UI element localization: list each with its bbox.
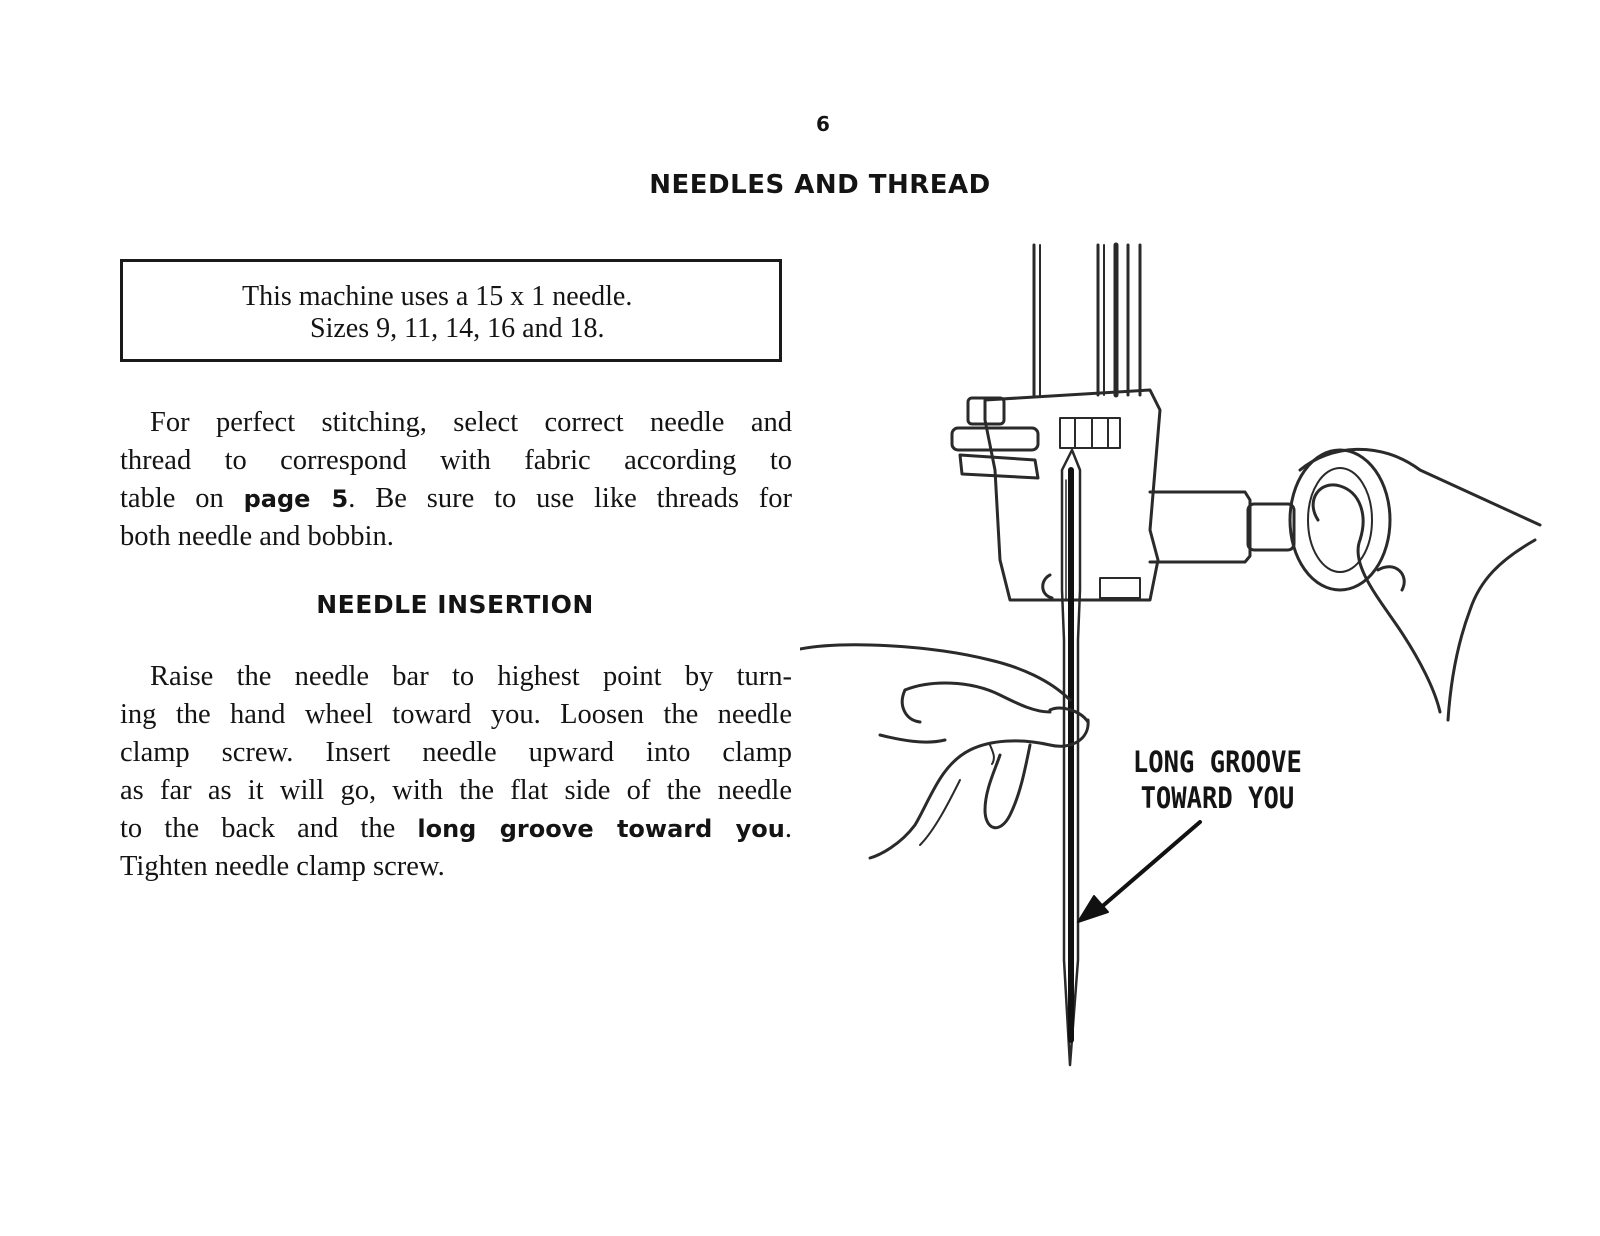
section-heading-needle-insertion: NEEDLE INSERTION bbox=[316, 590, 594, 619]
callout-arrow bbox=[1077, 820, 1202, 923]
insertion-line: Raise the needle bar to highest point by… bbox=[150, 661, 792, 692]
intro-line: both needle and bobbin. bbox=[120, 521, 394, 552]
needle bbox=[1060, 448, 1082, 1067]
spec-line-needle-type: This machine uses a 15 x 1 needle. bbox=[242, 281, 633, 312]
intro-text: table on bbox=[120, 483, 244, 514]
intro-line: table on page 5. Be sure to use like thr… bbox=[120, 480, 792, 518]
intro-line: thread to correspond with fabric accordi… bbox=[120, 445, 792, 476]
insertion-paragraph: Raise the needle bar to highest point by… bbox=[120, 658, 792, 886]
needle-clamp bbox=[950, 388, 1162, 602]
insertion-line: ing the hand wheel toward you. Loosen th… bbox=[120, 699, 792, 730]
insertion-line: as far as it will go, with the flat side… bbox=[120, 775, 792, 806]
insertion-line: to the back and the long groove toward y… bbox=[120, 810, 792, 848]
callout-line: LONG GROOVE bbox=[1132, 745, 1302, 779]
intro-line: For perfect stitching, select correct ne… bbox=[150, 407, 792, 438]
intro-paragraph: For perfect stitching, select correct ne… bbox=[120, 404, 792, 556]
page-number: 6 bbox=[816, 112, 830, 136]
callout-line: TOWARD YOU bbox=[1140, 781, 1295, 815]
emphasis-long-groove: long groove toward you bbox=[417, 815, 785, 843]
clamp-screw bbox=[1148, 448, 1392, 592]
insertion-line: clamp screw. Insert needle upward into c… bbox=[120, 737, 792, 768]
page-title: NEEDLES AND THREAD bbox=[649, 170, 991, 200]
insertion-line: Tighten needle clamp screw. bbox=[120, 851, 445, 882]
right-hand bbox=[1298, 447, 1542, 722]
insertion-text: . bbox=[784, 813, 792, 844]
spec-line-needle-sizes: Sizes 9, 11, 14, 16 and 18. bbox=[310, 313, 605, 344]
insertion-text: to the back and the bbox=[120, 813, 418, 844]
intro-text: . Be sure to use like threads for bbox=[348, 483, 793, 514]
needle-spec-box: This machine uses a 15 x 1 needle. Sizes… bbox=[120, 259, 782, 362]
needle-insertion-illustration bbox=[800, 242, 1542, 1067]
page-reference: page 5 bbox=[243, 485, 349, 513]
long-groove-callout: LONG GROOVE TOWARD YOU bbox=[1125, 744, 1310, 816]
left-hand bbox=[800, 643, 1090, 860]
needle-bar-shaft bbox=[1032, 242, 1142, 398]
